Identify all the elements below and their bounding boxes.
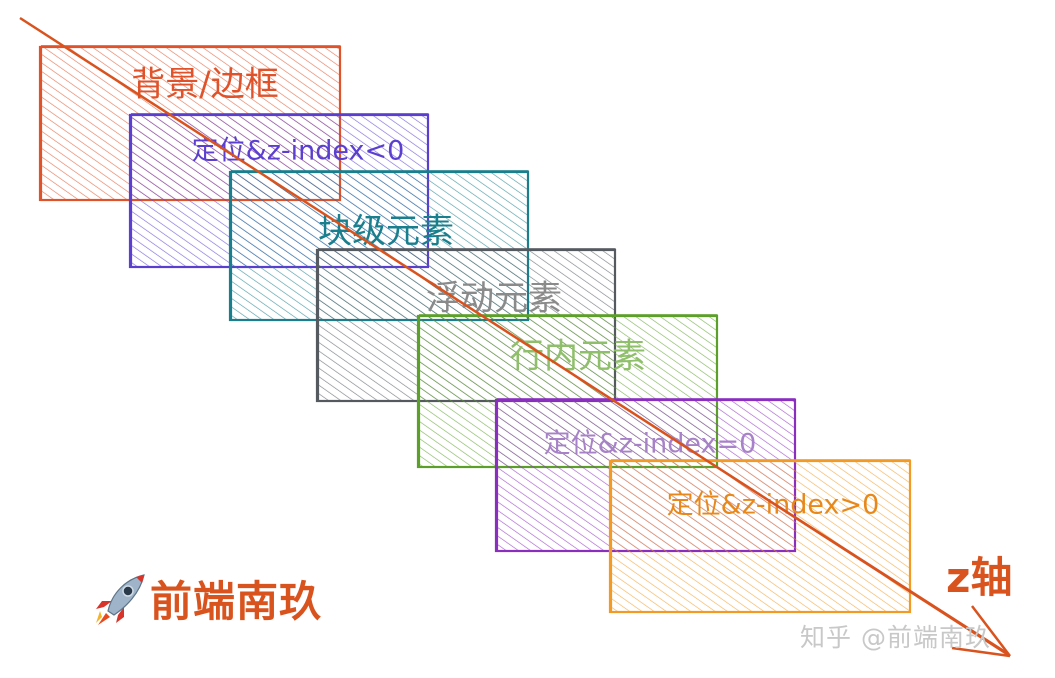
rocket-icon (92, 571, 148, 627)
z-axis-label: z轴 (946, 553, 1013, 602)
z-axis-arrow (19, 16, 1011, 658)
layer-hatch-fill (610, 461, 910, 612)
layer-label: 行内元素 (510, 337, 646, 377)
layer-label: 浮动元素 (426, 279, 562, 319)
layer-6: 定位&z-index>0 (608, 459, 912, 614)
brand-name: 前端南玖 (150, 577, 323, 626)
layer-label: 定位&z-index=0 (544, 429, 757, 460)
layer-border (610, 459, 911, 613)
arrow-shaft-sketch (419, 275, 1009, 654)
layer-label: 块级元素 (318, 212, 454, 252)
arrow-head-icon (951, 605, 1011, 658)
watermark: 知乎 @前端南玖 (800, 623, 991, 652)
brand-logo: 前端南玖 (92, 568, 322, 629)
layer-label: 定位&z-index>0 (667, 490, 880, 521)
layer-label: 定位&z-index<0 (192, 136, 405, 167)
layer-label: 背景/边框 (131, 65, 278, 105)
